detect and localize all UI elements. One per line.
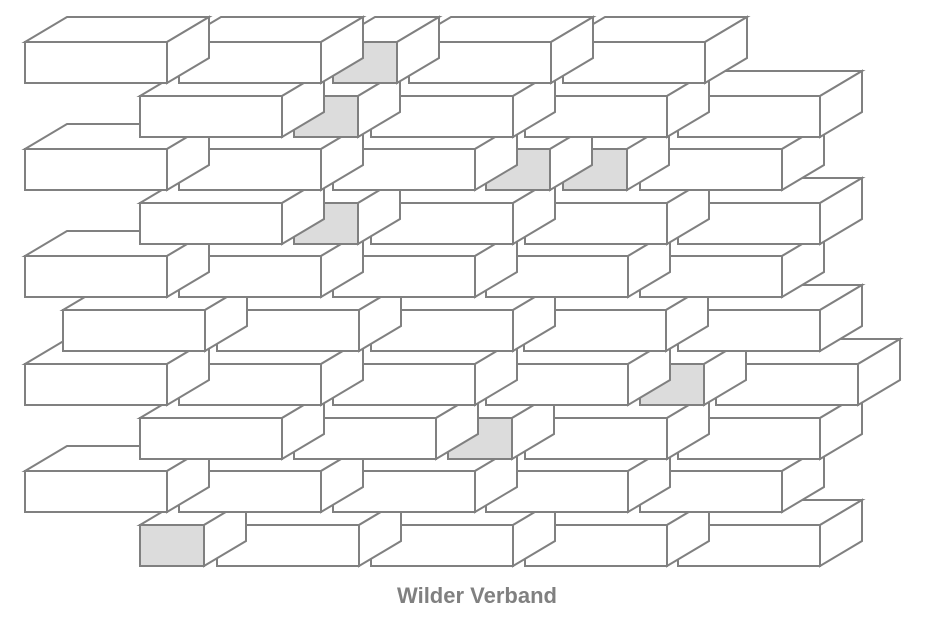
brick-wall-diagram: [21, 15, 904, 568]
brick-front-face: [24, 363, 168, 406]
stretcher-brick: [21, 15, 213, 85]
stretcher-brick: [559, 15, 751, 85]
diagram-caption: Wilder Verband: [397, 583, 557, 608]
brick-front-face: [139, 524, 205, 567]
stretcher-brick: [674, 69, 866, 139]
brick-front-face: [24, 41, 168, 84]
brick-front-face: [139, 417, 283, 460]
brick-front-face: [24, 148, 168, 191]
brick-front-face: [24, 255, 168, 298]
brick-front-face: [24, 470, 168, 513]
brick-front-face: [139, 95, 283, 138]
stretcher-brick: [21, 229, 213, 299]
stretcher-brick: [405, 15, 597, 85]
stretcher-brick: [329, 444, 521, 514]
stretcher-brick: [175, 15, 367, 85]
brick-front-face: [62, 309, 206, 352]
brick-front-face: [139, 202, 283, 245]
